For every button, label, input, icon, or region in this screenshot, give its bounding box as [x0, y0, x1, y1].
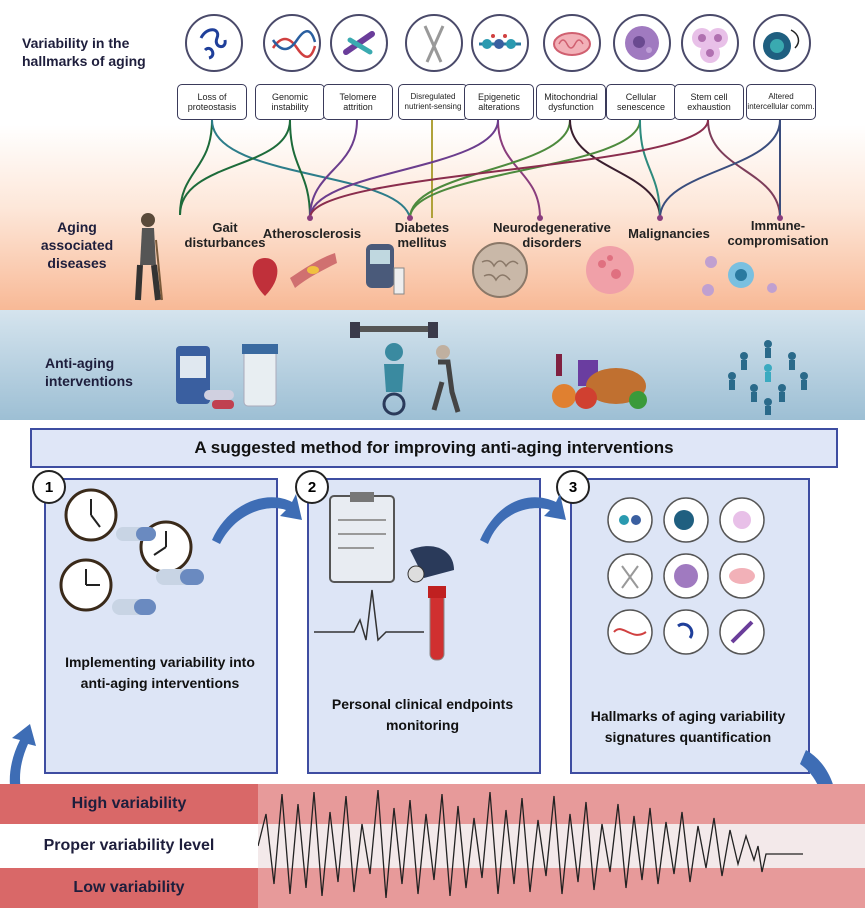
- step-1-label: Implementing variability into anti-aging…: [65, 654, 255, 691]
- disease-label-diabetes: Diabetes mellitus: [394, 220, 450, 250]
- epigenetic-icon: [471, 14, 529, 72]
- heart-artery-icon: [252, 253, 337, 296]
- hallmark-label-intercellular: Altered intercellular comm.: [746, 84, 816, 120]
- hallmark-label-stem-cell: Stem cell exhaustion: [674, 84, 744, 120]
- hallmark-label-epigenetic: Epigenetic alterations: [464, 84, 534, 120]
- hallmark-label-nutrient: Disregulated nutrient-sensing: [398, 84, 468, 120]
- senescent-cell-icon: [613, 14, 671, 72]
- mitochondria-icon: [543, 14, 601, 72]
- interventions-section-title: Anti-aging interventions: [45, 355, 133, 389]
- variability-waveform: [258, 789, 803, 899]
- elderly-person-icon: [135, 213, 163, 301]
- hallmarks-section-title: Variability in the hallmarks of aging: [22, 35, 146, 69]
- immune-cell-icon: [702, 256, 777, 296]
- clinical-monitoring-icon: [314, 492, 454, 661]
- chromosome-icon: [330, 14, 388, 72]
- step-2-label: Personal clinical endpoints monitoring: [331, 696, 514, 733]
- food-icon: [552, 354, 647, 409]
- hallmark-label-mitochondrial: Mitochondrial dysfunction: [536, 84, 606, 120]
- proper-variability-label: Proper variability level: [0, 824, 258, 868]
- hallmark-label-proteostasis: Loss of proteostasis: [177, 84, 247, 120]
- step-1-number: 1: [32, 470, 66, 504]
- protein-tangle-icon: [185, 14, 243, 72]
- step-2-number: 2: [295, 470, 329, 504]
- pills-bottle-icon: [176, 344, 278, 409]
- hallmark-disease-links: [179, 119, 783, 221]
- step-3-label: Hallmarks of aging variability signature…: [590, 708, 786, 745]
- disease-label-gait: Gait disturbances: [184, 220, 266, 250]
- hallmarks-grid-icon: [607, 497, 765, 655]
- hallmark-label-telomere: Telomere attrition: [323, 84, 393, 120]
- fork-knife-icon: [405, 14, 463, 72]
- glucometer-icon: [366, 244, 405, 295]
- hallmark-label-genomic: Genomic instability: [255, 84, 325, 120]
- brain-slice-icon: [472, 242, 528, 298]
- disease-label-immune: Immune-compromisation: [727, 218, 829, 248]
- high-variability-label: High variability: [0, 784, 258, 824]
- stem-cells-icon: [681, 14, 739, 72]
- population-icon: [728, 340, 808, 415]
- step-3-number: 3: [556, 470, 590, 504]
- disease-label-neurodegenerative: Neurodegenerative disorders: [493, 220, 611, 250]
- disease-label-atherosclerosis: Atherosclerosis: [262, 226, 362, 241]
- disease-label-malignancies: Malignancies: [628, 226, 710, 241]
- clock-pill-icon: [59, 488, 204, 615]
- low-variability-label: Low variability: [0, 868, 258, 908]
- dna-icon: [263, 14, 321, 72]
- tumor-cell-icon: [586, 246, 634, 294]
- exercise-icon: [350, 322, 461, 416]
- hallmark-label-senescence: Cellular senescence: [606, 84, 676, 120]
- diseases-section-title: Aging associated diseases: [40, 219, 114, 271]
- cell-communication-icon: [753, 14, 811, 72]
- method-title: A suggested method for improving anti-ag…: [30, 428, 838, 468]
